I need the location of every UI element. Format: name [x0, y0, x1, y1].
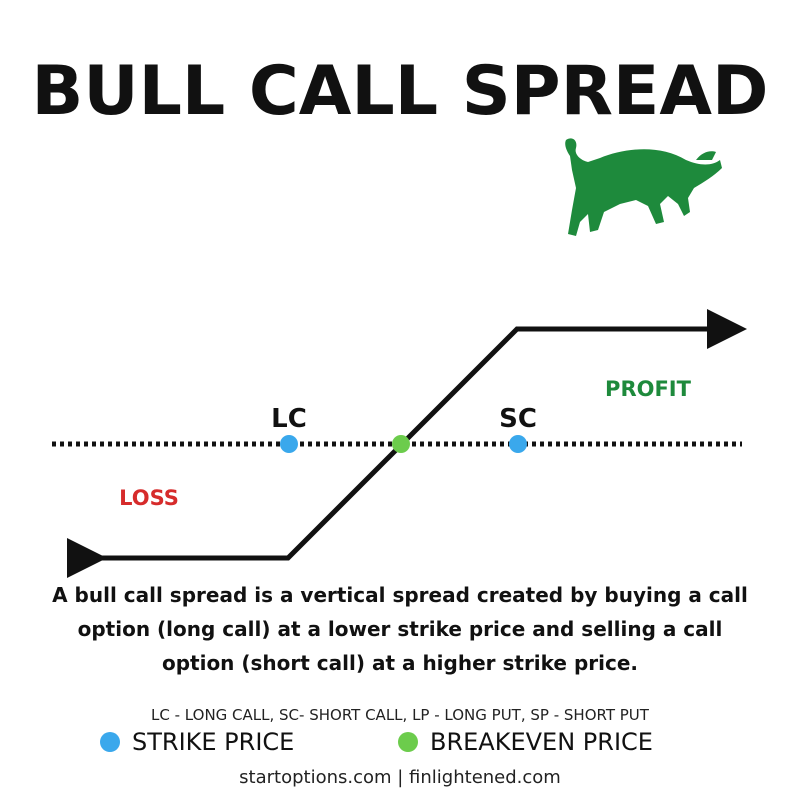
description-text: A bull call spread is a vertical spread … [52, 583, 748, 675]
legend-breakeven-label: BREAKEVEN PRICE [430, 728, 653, 756]
sc-strike-dot [509, 435, 527, 453]
abbreviations-text: LC - LONG CALL, SC- SHORT CALL, LP - LON… [151, 706, 649, 724]
bull-icon [565, 138, 722, 236]
page-title: BULL CALL SPREAD [31, 52, 769, 131]
legend-breakeven-price: BREAKEVEN PRICE [398, 727, 653, 757]
legend-strike-label: STRIKE PRICE [132, 728, 295, 756]
breakeven-price-dot-icon [398, 732, 418, 752]
footer-credits: startoptions.com | finlightened.com [239, 767, 561, 788]
breakeven-dot [392, 435, 410, 453]
sc-label: SC [499, 404, 537, 434]
lc-label: LC [271, 404, 307, 434]
strike-price-dot-icon [100, 732, 120, 752]
legend-strike-price: STRIKE PRICE [100, 727, 294, 757]
profit-label: PROFIT [605, 377, 692, 401]
lc-strike-dot [280, 435, 298, 453]
loss-label: LOSS [119, 486, 179, 510]
